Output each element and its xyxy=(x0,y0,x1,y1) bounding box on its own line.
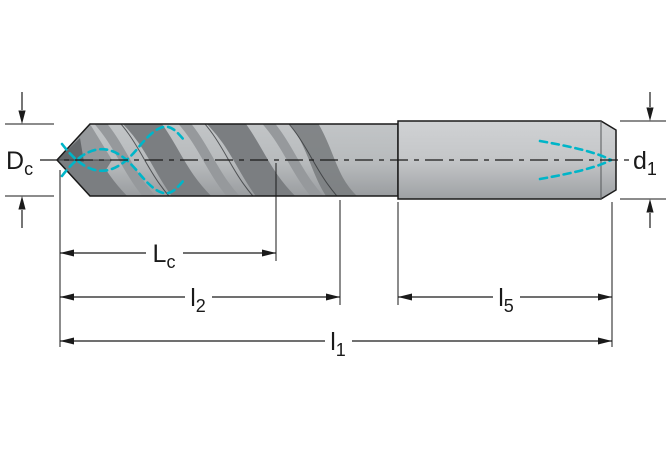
coolant-channel-flute-2 xyxy=(60,147,186,195)
d1-arrowhead-top xyxy=(646,107,654,121)
label-d1: d1 xyxy=(633,147,657,179)
l2-arrowhead-right xyxy=(326,293,340,301)
l5-label-mask xyxy=(493,284,520,311)
d1-arrowhead-bottom xyxy=(646,199,654,213)
coolant-channel-flute-1 xyxy=(60,125,186,173)
label-dc: Dc xyxy=(6,147,33,179)
flute-groove xyxy=(201,124,301,196)
dc-arrowhead-top xyxy=(18,110,26,124)
drill-point xyxy=(57,124,112,196)
dc-arrowhead-bottom xyxy=(18,196,26,210)
flute-groove xyxy=(117,124,217,196)
flute-edge-line xyxy=(105,124,185,196)
label-lc: Lc xyxy=(153,240,176,272)
l5-arrowhead-right xyxy=(598,293,612,301)
drill-flute-section xyxy=(55,123,399,197)
l2-arrowhead-left xyxy=(60,293,74,301)
extension-lines xyxy=(59,163,613,347)
coolant-channels xyxy=(60,125,613,195)
label-l1: l1 xyxy=(330,328,346,360)
coolant-channel-shank-1 xyxy=(538,139,613,162)
flute-edge-line xyxy=(189,124,269,196)
label-l5: l5 xyxy=(498,284,514,316)
chisel-edge xyxy=(57,138,84,162)
dimension-l5: l5 xyxy=(398,284,612,316)
coolant-channel-shank-2 xyxy=(538,158,613,181)
label-l2: l2 xyxy=(190,284,206,316)
flute-shading xyxy=(250,124,336,196)
dimension-d1: d1 xyxy=(620,92,666,228)
flute-shading xyxy=(166,124,252,196)
l2-label-mask xyxy=(185,284,212,311)
dimension-l2: l2 xyxy=(60,284,340,316)
flute-edge-line xyxy=(273,124,353,196)
l1-arrowhead-right xyxy=(598,337,612,345)
l5-arrowhead-left xyxy=(398,293,412,301)
dimension-lc: Lc xyxy=(60,240,276,272)
l1-label-mask xyxy=(325,328,352,355)
point-facet-lower xyxy=(57,160,112,196)
lc-arrowhead-right xyxy=(262,249,276,257)
lc-label-mask xyxy=(146,240,183,267)
lc-arrowhead-left xyxy=(60,249,74,257)
l1-arrowhead-left xyxy=(60,337,74,345)
dimension-l1: l1 xyxy=(60,328,612,360)
dimension-dc: Dc xyxy=(5,92,54,228)
